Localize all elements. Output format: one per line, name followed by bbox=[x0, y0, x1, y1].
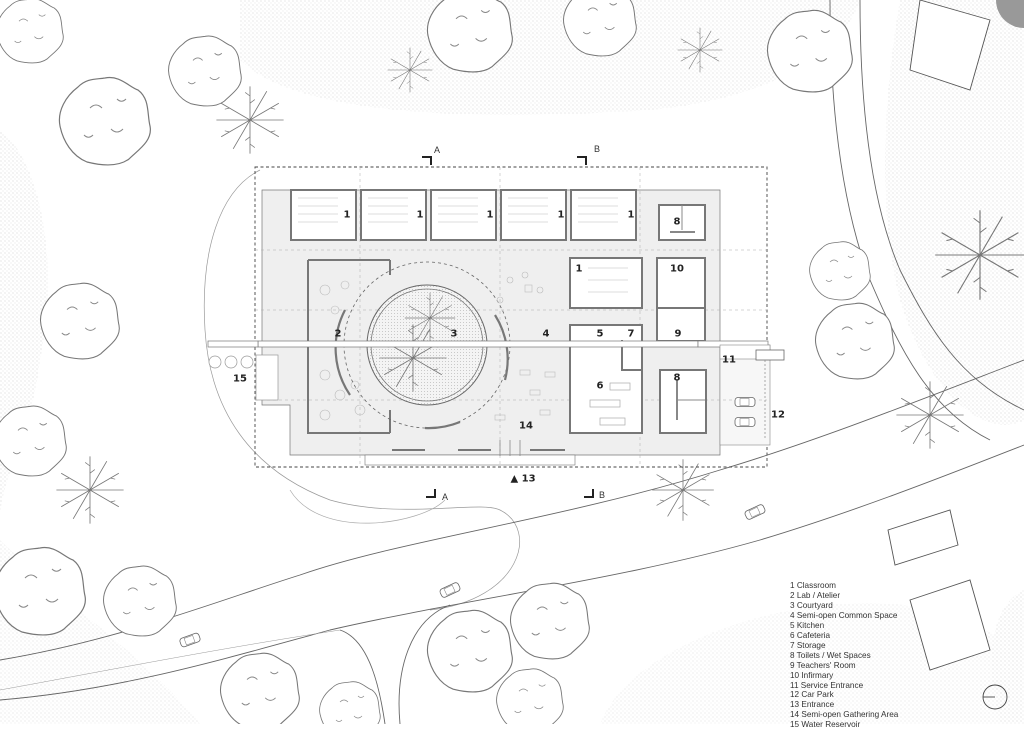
label-courtyard: 3 bbox=[450, 328, 458, 340]
legend-item: 6 Cafeteria bbox=[790, 630, 831, 640]
label-kitchen: 5 bbox=[596, 328, 604, 340]
section-mark-a: A bbox=[434, 145, 441, 155]
label-car-park: 12 bbox=[771, 409, 785, 421]
label-entrance: ▲ 13 bbox=[510, 473, 536, 485]
label-cafeteria: 6 bbox=[596, 380, 604, 392]
legend-item: 12 Car Park bbox=[790, 690, 834, 700]
label-classroom: 1 bbox=[557, 209, 565, 221]
label-toilets: 8 bbox=[673, 372, 681, 384]
legend-item: 9 Teachers' Room bbox=[790, 660, 856, 670]
legend-item: 4 Semi-open Common Space bbox=[790, 610, 898, 620]
legend-item: 11 Service Entrance bbox=[790, 680, 864, 690]
label-classroom: 1 bbox=[486, 209, 494, 221]
label-service-entrance: 11 bbox=[722, 354, 736, 366]
legend-item: 14 Semi-open Gathering Area bbox=[790, 710, 899, 720]
label-toilets: 8 bbox=[673, 216, 681, 228]
label-gathering-area: 14 bbox=[519, 420, 533, 432]
legend-item: 1 Classroom bbox=[790, 581, 836, 590]
legend-item: 13 Entrance bbox=[790, 700, 835, 710]
section-mark-b: B bbox=[594, 144, 601, 154]
legend-item: 5 Kitchen bbox=[790, 620, 825, 630]
label-infirmary: 10 bbox=[670, 263, 684, 275]
legend-item: 10 Infirmary bbox=[790, 670, 834, 680]
label-storage: 7 bbox=[627, 328, 635, 340]
legend-item: 2 Lab / Atelier bbox=[790, 590, 841, 600]
label-classroom: 1 bbox=[416, 209, 424, 221]
legend-item: 8 Toilets / Wet Spaces bbox=[790, 650, 871, 660]
legend-item: 3 Courtyard bbox=[790, 600, 833, 610]
legend: 1 Classroom 2 Lab / Atelier 3 Courtyard … bbox=[790, 581, 898, 730]
legend-item: 15 Water Reservoir bbox=[790, 720, 861, 730]
legend-item: 7 Storage bbox=[790, 640, 826, 650]
label-water-reservoir: 15 bbox=[233, 373, 247, 385]
label-classroom: 1 bbox=[627, 209, 635, 221]
label-teachers-room: 9 bbox=[674, 328, 682, 340]
label-lab: 2 bbox=[334, 328, 342, 340]
label-common-space: 4 bbox=[542, 328, 550, 340]
section-mark-a: A bbox=[442, 492, 449, 502]
label-classroom: 1 bbox=[343, 209, 351, 221]
section-mark-b: B bbox=[599, 490, 606, 500]
label-classroom: 1 bbox=[575, 263, 583, 275]
